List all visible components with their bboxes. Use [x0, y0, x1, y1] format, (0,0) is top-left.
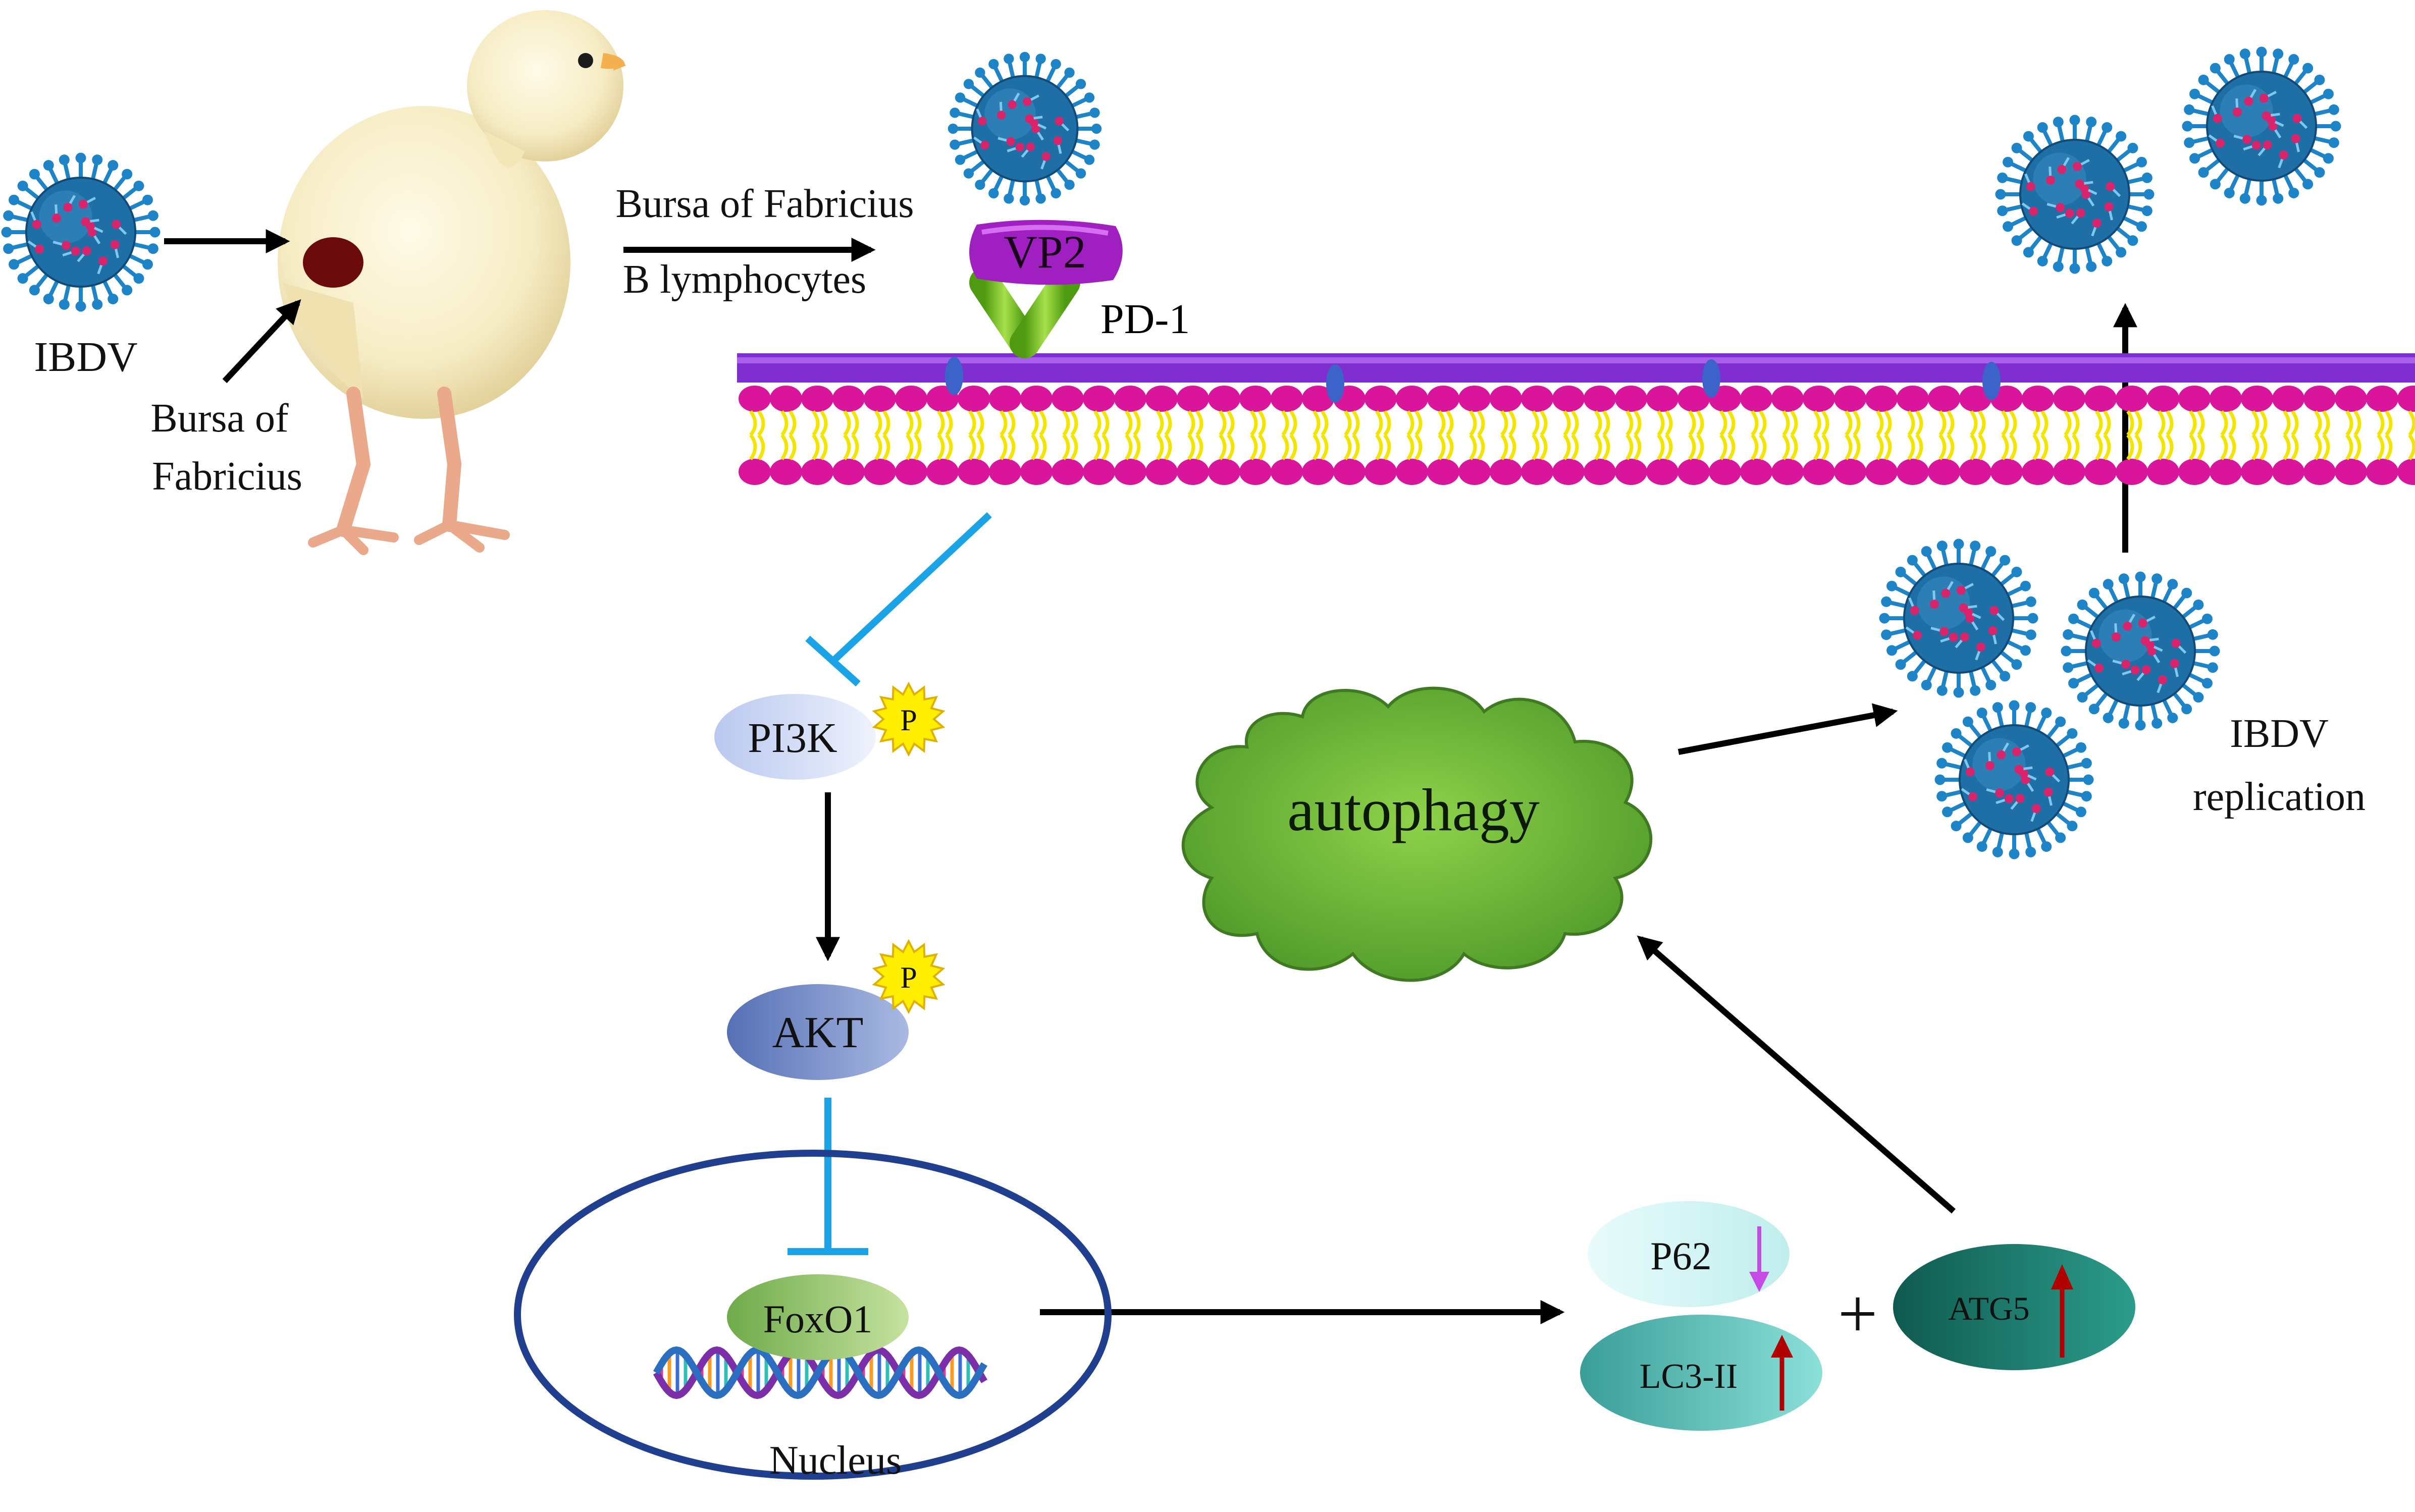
- virus-particle-icon: [1879, 538, 2038, 698]
- autophagy-label: autophagy: [1287, 776, 1540, 843]
- akt-label: AKT: [772, 1008, 864, 1057]
- virus-particle-icon: [1934, 700, 2094, 859]
- bursa-organ: [303, 237, 363, 288]
- vp2-protein: VP2: [969, 220, 1123, 285]
- virus-particle-icon: [1995, 115, 2155, 274]
- chick-illustration: [278, 10, 626, 555]
- replication-label-line2: replication: [2193, 775, 2366, 819]
- down-arrow-icon: [1749, 1272, 1769, 1292]
- pd1-receptor: [969, 267, 1080, 502]
- nucleus-label: Nucleus: [769, 1438, 902, 1483]
- vp2-label: VP2: [1004, 226, 1086, 278]
- foxo1-node: FoxO1: [727, 1274, 909, 1360]
- pd1-label: PD-1: [1100, 296, 1190, 343]
- plus-sign: +: [1838, 1275, 1878, 1353]
- inhibit-edges: [788, 512, 992, 1255]
- phospho-label: P: [900, 704, 917, 737]
- atg5-node: ATG5: [1893, 1244, 2135, 1370]
- foxo1-label: FoxO1: [763, 1297, 873, 1341]
- virus-particle-icon: [948, 51, 1102, 206]
- p62-label: P62: [1650, 1234, 1711, 1278]
- virus-particle-icon: [2061, 571, 2220, 731]
- bursa-label-line2: Fabricius: [152, 454, 302, 499]
- atg5-label: ATG5: [1948, 1290, 2029, 1327]
- nucleus-membrane: [514, 1150, 1112, 1480]
- arrow-atg5-autophagy: [1637, 935, 1956, 1214]
- phospho-badge-pi3k: P: [872, 681, 946, 757]
- route-label-line1: Bursa of Fabricius: [615, 182, 914, 226]
- akt-node: AKT: [727, 984, 909, 1080]
- lc3-label: LC3-II: [1640, 1357, 1738, 1396]
- lc3-node: LC3-II: [1580, 1315, 1822, 1431]
- phospho-label: P: [900, 961, 917, 994]
- p62-node: P62: [1588, 1201, 1790, 1307]
- ibdv-label: IBDV: [34, 334, 137, 381]
- phospho-badge-akt: P: [872, 939, 946, 1014]
- arrow-label-to-bursa: [222, 299, 301, 384]
- autophagy-cloud: autophagy: [1181, 686, 1653, 982]
- arrows: [164, 229, 2137, 1324]
- up-arrow-icon: [2051, 1264, 2073, 1289]
- bursa-label-line1: Bursa of: [150, 396, 289, 441]
- route-label-line2: B lymphocytes: [623, 257, 866, 302]
- virus-particle-icon: [2182, 46, 2341, 206]
- inhibit-pd1-pi3k: [830, 512, 992, 664]
- virus-particle-icon: [1, 152, 161, 312]
- lipid-bilayer: [737, 353, 2415, 485]
- pi3k-label: PI3K: [748, 715, 837, 762]
- replication-label-line1: IBDV: [2230, 712, 2329, 756]
- pi3k-node: PI3K: [714, 694, 876, 780]
- arrow-autophagy-replication: [1677, 703, 1898, 755]
- up-arrow-icon: [1771, 1335, 1793, 1358]
